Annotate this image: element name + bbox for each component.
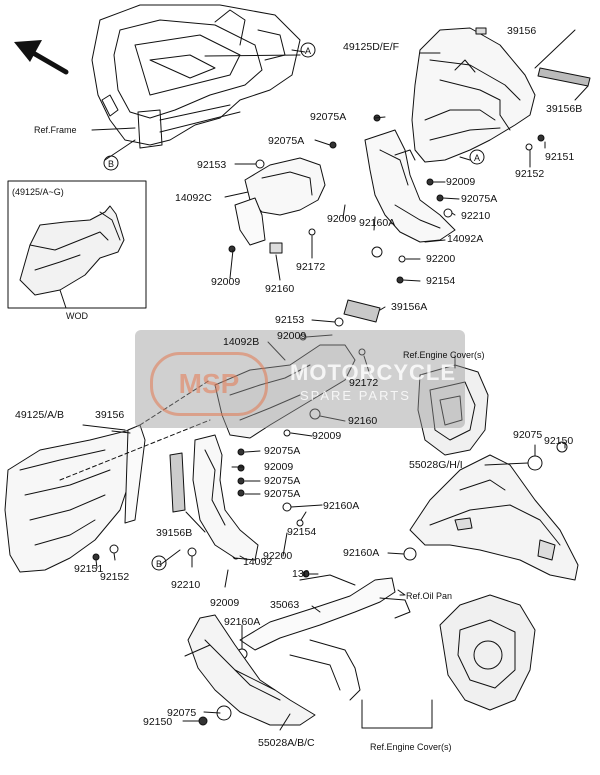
label-92075a-4: 92075A	[264, 445, 301, 457]
label-92154-right: 92154	[426, 275, 456, 287]
frame-drawing	[91, 4, 306, 149]
inset-frame	[7, 180, 147, 309]
label-14092: 14092	[243, 556, 273, 568]
side-cover-upper-drawing	[411, 27, 536, 163]
side-cover-lower-drawing	[4, 429, 141, 573]
label-55028ghi: 55028G/H/I	[409, 459, 463, 471]
label-92150-right: 92150	[544, 435, 574, 447]
label-39156b-right: 39156B	[546, 103, 583, 115]
label-92075-right: 92075	[513, 429, 543, 441]
label-92160-2: 92160	[348, 415, 378, 427]
label-92160a-1: 92160A	[359, 217, 396, 229]
label-92210-right: 92210	[461, 210, 491, 222]
lower-cowl-left-drawing	[187, 614, 316, 726]
inner-bracket-middle-drawing	[214, 344, 356, 439]
label-callout-a-top: A	[305, 46, 312, 56]
engine-cover-lower-drawing	[439, 594, 536, 711]
callout-a-top-circle	[300, 42, 316, 58]
label-130: 130	[292, 568, 310, 580]
label-92210-left: 92210	[171, 579, 201, 591]
label-92160a-2: 92160A	[323, 500, 360, 512]
label-92075a-2: 92075A	[268, 135, 305, 147]
label-ref-engine-cover-1: Ref.Engine Cover(s)	[403, 350, 485, 360]
label-92009-5: 92009	[312, 430, 342, 442]
lower-cowl-right-drawing	[409, 454, 579, 581]
label-39156-top: 39156	[507, 25, 537, 37]
label-39156b-left: 39156B	[156, 527, 193, 539]
label-92200-left: 92200	[263, 550, 293, 562]
watermark-line2: SPARE PARTS	[300, 388, 411, 403]
callout-b-bottom-circle	[151, 555, 167, 571]
label-92153-2: 92153	[275, 314, 305, 326]
label-92152-right: 92152	[515, 168, 545, 180]
label-callout-a-right: A	[474, 153, 481, 163]
label-92160-1: 92160	[265, 283, 295, 295]
label-92151-right: 92151	[545, 151, 575, 163]
watermark-panel	[135, 330, 465, 428]
label-92200-right: 92200	[426, 253, 456, 265]
label-39156-left: 39156	[95, 409, 125, 421]
label-ref-frame: Ref.Frame	[34, 125, 77, 135]
callout-a-right-circle	[469, 149, 485, 165]
label-92172-1: 92172	[296, 261, 326, 273]
label-92009-3: 92009	[211, 276, 241, 288]
fastener-icons	[92, 114, 568, 726]
engine-cover-upper-drawing	[417, 364, 489, 456]
bracket-35063-drawing	[239, 574, 411, 701]
label-92153-1: 92153	[197, 159, 227, 171]
label-92075a-1: 92075A	[310, 111, 347, 123]
watermark-logo: MSP	[150, 352, 268, 416]
label-92160a-3: 92160A	[343, 547, 380, 559]
label-92150-left: 92150	[143, 716, 173, 728]
label-92009-7: 92009	[210, 597, 240, 609]
inner-bracket-lower-drawing	[192, 434, 259, 561]
inset-cowl-drawing	[19, 205, 125, 309]
label-35063: 35063	[270, 599, 300, 611]
label-92009-4: 92009	[277, 330, 307, 342]
callout-b-frame-circle	[103, 155, 119, 171]
label-39156a: 39156A	[391, 301, 428, 313]
inset-title: (49125/A~G)	[12, 187, 64, 197]
label-92075a-3: 92075A	[461, 193, 498, 205]
label-14092c: 14092C	[175, 192, 212, 204]
arrow-up-left-icon	[14, 40, 69, 75]
label-92009-2: 92009	[327, 213, 357, 225]
label-14092a: 14092A	[447, 233, 484, 245]
label-49125ab: 49125/A/B	[15, 409, 65, 421]
label-callout-b-frame: B	[108, 159, 115, 169]
label-92009-1: 92009	[446, 176, 476, 188]
label-callout-b-bottom: B	[156, 559, 163, 569]
inner-bracket-small-drawing	[234, 157, 326, 246]
label-92075-left: 92075	[167, 707, 197, 719]
label-92075a-5: 92075A	[264, 475, 301, 487]
label-92160a-4: 92160A	[224, 616, 261, 628]
label-ref-engine-cover-2: Ref.Engine Cover(s)	[370, 742, 452, 752]
label-49125def: 49125D/E/F	[343, 41, 400, 53]
inner-bracket-upper-drawing	[364, 129, 456, 243]
label-92152-left: 92152	[100, 571, 130, 583]
label-92154-left: 92154	[287, 526, 317, 538]
label-55028abc: 55028A/B/C	[258, 737, 315, 749]
watermark-line1: MOTORCYCLE	[290, 360, 457, 385]
leader-lines	[82, 52, 566, 731]
label-92009-6: 92009	[264, 461, 294, 473]
label-ref-oil-pan: Ref.Oil Pan	[406, 591, 453, 601]
label-14092b: 14092B	[223, 336, 260, 348]
label-92075a-6: 92075A	[264, 488, 301, 500]
label-92172-2: 92172	[349, 377, 379, 389]
inset-caption: WOD	[66, 311, 88, 321]
label-92151-left: 92151	[74, 563, 104, 575]
